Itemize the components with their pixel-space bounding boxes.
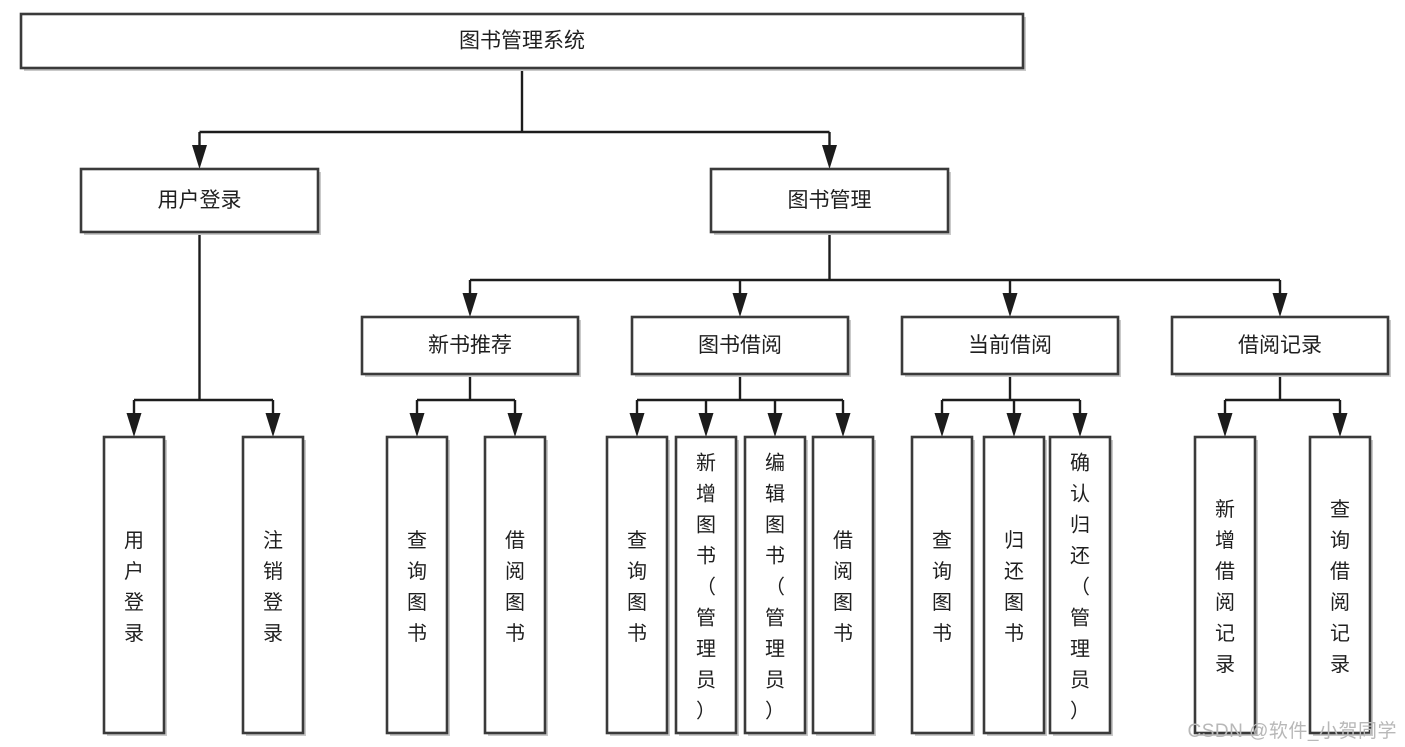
node-leaf-user-login[interactable]: 用户登录 xyxy=(102,435,167,736)
node-leaf-query-book-borrow[interactable]: 查询图书 xyxy=(605,435,670,736)
node-box[interactable] xyxy=(19,12,1025,70)
node-leaf-query-book-current[interactable]: 查询图书 xyxy=(910,435,975,736)
node-leaf-add-borrow-record[interactable]: 新增借阅记录 xyxy=(1193,435,1258,736)
node-root[interactable]: 图书管理系统 xyxy=(19,12,1026,71)
node-box[interactable] xyxy=(900,315,1120,376)
node-label: 图书管理系统 xyxy=(459,30,585,53)
node-label: 图书借阅 xyxy=(698,334,782,357)
node-book-borrow[interactable]: 图书借阅 xyxy=(630,315,851,377)
node-box[interactable] xyxy=(360,315,580,376)
node-box[interactable] xyxy=(709,167,950,234)
node-box[interactable] xyxy=(674,435,738,735)
node-leaf-borrow-book[interactable]: 借阅图书 xyxy=(811,435,876,736)
node-label: 查询图书 xyxy=(627,529,647,645)
node-borrow-record[interactable]: 借阅记录 xyxy=(1170,315,1391,377)
connector-group-new-book-recommend xyxy=(409,374,523,437)
node-label: 借阅图书 xyxy=(505,529,525,645)
node-box[interactable] xyxy=(605,435,669,735)
node-label: 注销登录 xyxy=(263,529,283,645)
node-label: 用户登录 xyxy=(158,189,242,212)
node-label: 查询借阅记录 xyxy=(1330,498,1350,676)
node-label: 查询图书 xyxy=(932,529,952,645)
node-current-borrow[interactable]: 当前借阅 xyxy=(900,315,1121,377)
node-box[interactable] xyxy=(483,435,547,735)
node-leaf-return-book[interactable]: 归还图书 xyxy=(982,435,1047,736)
node-label: 新书推荐 xyxy=(428,334,512,357)
connector-group-user-login xyxy=(126,232,281,437)
node-label: 借阅图书 xyxy=(833,529,853,645)
node-leaf-borrow-book-recommend[interactable]: 借阅图书 xyxy=(483,435,548,736)
connector-group-book-manage xyxy=(462,232,1288,317)
connector-layer xyxy=(126,68,1348,437)
node-box[interactable] xyxy=(1048,435,1112,735)
node-book-manage[interactable]: 图书管理 xyxy=(709,167,951,235)
node-box[interactable] xyxy=(1170,315,1390,376)
watermark-label: CSDN @软件_小贺同学 xyxy=(1187,721,1397,742)
node-label: 确认归还（管理员） xyxy=(1070,452,1090,723)
node-box[interactable] xyxy=(743,435,807,735)
node-label: 图书管理 xyxy=(788,189,872,212)
connector-group-current-borrow xyxy=(934,374,1088,437)
node-box[interactable] xyxy=(385,435,449,735)
node-box[interactable] xyxy=(102,435,166,735)
node-layer: 图书管理系统用户登录图书管理新书推荐图书借阅当前借阅借阅记录用户登录注销登录查询… xyxy=(19,12,1391,736)
connector-group-book-borrow xyxy=(629,374,851,437)
node-leaf-edit-book[interactable]: 编辑图书（管理员） xyxy=(743,435,808,736)
node-box[interactable] xyxy=(982,435,1046,735)
node-leaf-query-book-recommend[interactable]: 查询图书 xyxy=(385,435,450,736)
node-label: 用户登录 xyxy=(124,530,144,645)
node-box[interactable] xyxy=(910,435,974,735)
node-label: 查询图书 xyxy=(407,529,427,645)
node-leaf-add-book[interactable]: 新增图书（管理员） xyxy=(674,435,739,736)
node-label: 归还图书 xyxy=(1004,529,1024,645)
node-new-book-recommend[interactable]: 新书推荐 xyxy=(360,315,581,377)
node-label: 借阅记录 xyxy=(1238,334,1322,357)
node-box[interactable] xyxy=(811,435,875,735)
node-box[interactable] xyxy=(1193,435,1257,735)
node-label: 新增借阅记录 xyxy=(1215,498,1235,676)
node-leaf-query-borrow-record[interactable]: 查询借阅记录 xyxy=(1308,435,1373,736)
node-box[interactable] xyxy=(241,435,305,735)
node-box[interactable] xyxy=(79,167,320,234)
node-label: 当前借阅 xyxy=(968,334,1052,357)
connector-group-root xyxy=(192,68,837,169)
node-leaf-logout[interactable]: 注销登录 xyxy=(241,435,306,736)
node-label: 编辑图书（管理员） xyxy=(765,452,785,723)
node-user-login[interactable]: 用户登录 xyxy=(79,167,321,235)
node-box[interactable] xyxy=(630,315,850,376)
node-label: 新增图书（管理员） xyxy=(696,452,716,723)
node-box[interactable] xyxy=(1308,435,1372,735)
connector-group-borrow-record xyxy=(1217,374,1348,437)
node-leaf-confirm-return[interactable]: 确认归还（管理员） xyxy=(1048,435,1113,736)
